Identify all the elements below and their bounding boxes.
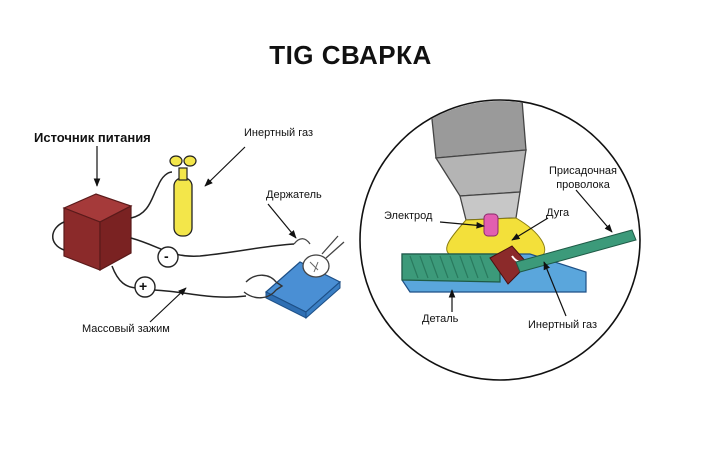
plus-terminal [134,276,156,298]
label-workpiece: Деталь [422,313,459,325]
ground-clamp [243,274,284,299]
label-holder: Держатель [266,189,322,201]
label-filler-wire-2: проволока [556,179,610,191]
arrow-inert-gas-left [204,146,246,187]
page-title: TIG СВАРКА [269,40,432,70]
label-arc: Дуга [546,207,570,219]
label-minus: - [164,248,169,264]
label-electrode: Электрод [384,210,433,222]
label-inert-gas-left: Инертный газ [244,127,314,139]
minus-terminal [157,246,179,268]
label-power-source: Источник питания [34,130,151,145]
gas-hose [130,171,173,219]
label-plus: + [139,278,148,294]
arrow-filler-wire [575,189,613,233]
arrow-arc [511,217,549,241]
label-ground-clamp: Массовый зажим [82,323,170,335]
torch-holder [293,235,345,278]
power-source-box [62,193,133,272]
box-side-wire [52,221,65,251]
arrow-electrode [439,221,485,229]
electrode [483,213,499,237]
negative-cable [130,237,295,257]
positive-cable [111,265,247,298]
torch-body [429,101,527,159]
gas-cylinder [169,155,197,237]
arrow-inert-gas-right [543,261,567,317]
arrow-ground-clamp [149,287,187,323]
arrow-holder [267,203,297,239]
label-filler-wire-1: Присадочная [549,165,617,177]
label-inert-gas-right: Инертный газ [528,319,598,331]
